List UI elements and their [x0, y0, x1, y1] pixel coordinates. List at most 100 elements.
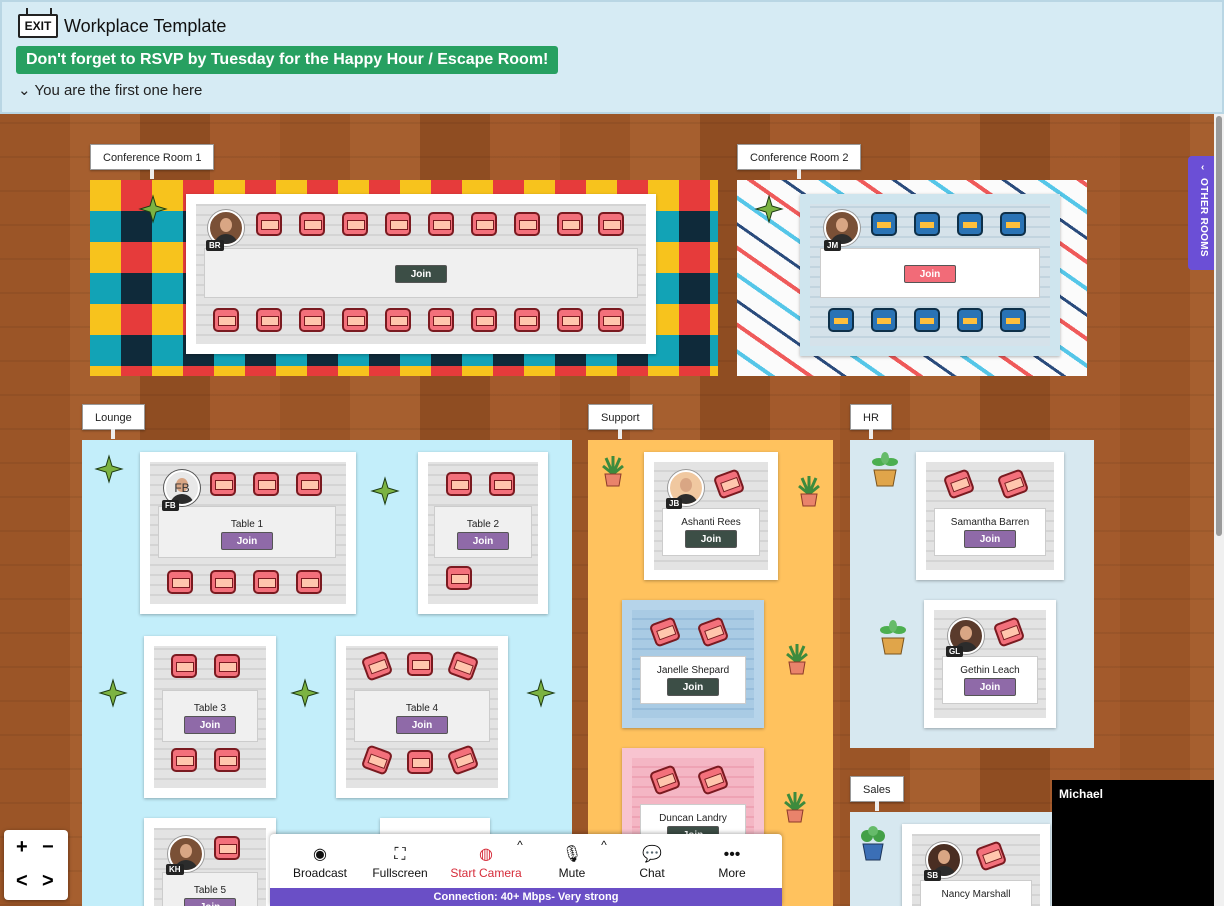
- seat[interactable]: [1000, 308, 1026, 332]
- join-button[interactable]: Join: [184, 898, 236, 906]
- seat[interactable]: [514, 212, 540, 236]
- seat[interactable]: [557, 308, 583, 332]
- seat[interactable]: [214, 748, 240, 772]
- join-button[interactable]: Join: [667, 678, 719, 696]
- seat[interactable]: [871, 212, 897, 236]
- chat-button[interactable]: 💬Chat: [614, 844, 690, 880]
- desk-janelle[interactable]: Janelle Shepard Join: [640, 656, 746, 704]
- pan-right-button[interactable]: >: [42, 870, 54, 892]
- presence-toggle[interactable]: ⌄ You are the first one here: [18, 81, 202, 99]
- seat[interactable]: [957, 212, 983, 236]
- join-button[interactable]: Join: [221, 532, 273, 550]
- table-1[interactable]: Table 1 Join: [158, 506, 336, 558]
- seat[interactable]: [171, 654, 197, 678]
- desk-gethin[interactable]: Gethin Leach Join: [942, 656, 1038, 704]
- mic-options-chevron-icon[interactable]: ^: [601, 838, 607, 852]
- seat[interactable]: [914, 308, 940, 332]
- join-button[interactable]: Join: [396, 716, 448, 734]
- room-sign-lounge: Lounge: [82, 404, 145, 439]
- seat[interactable]: [407, 652, 433, 676]
- more-button[interactable]: •••More: [694, 844, 770, 880]
- seat[interactable]: [210, 570, 236, 594]
- seat[interactable]: [253, 570, 279, 594]
- seat[interactable]: [471, 308, 497, 332]
- table-5[interactable]: Table 5 Join: [162, 872, 258, 906]
- seat[interactable]: [428, 212, 454, 236]
- seat[interactable]: [598, 308, 624, 332]
- seat[interactable]: [214, 654, 240, 678]
- join-button[interactable]: Join: [904, 265, 956, 283]
- mute-label: Mute: [558, 866, 586, 880]
- zoom-in-button[interactable]: +: [16, 836, 28, 858]
- potted-plant-icon: [782, 790, 812, 823]
- join-button[interactable]: Join: [685, 530, 737, 548]
- camera-options-chevron-icon[interactable]: ^: [517, 838, 523, 852]
- seat[interactable]: [214, 836, 240, 860]
- potted-plant-icon: [870, 452, 900, 487]
- seat[interactable]: [342, 308, 368, 332]
- table-label: Table 2: [466, 519, 500, 530]
- seat[interactable]: [385, 308, 411, 332]
- seat[interactable]: [514, 308, 540, 332]
- pan-left-button[interactable]: <: [16, 870, 28, 892]
- seat[interactable]: [171, 748, 197, 772]
- seat[interactable]: [342, 212, 368, 236]
- more-dots-icon: •••: [723, 846, 741, 863]
- self-video-tile[interactable]: Michael: [1052, 780, 1222, 906]
- table-3-card: Table 3 Join: [144, 636, 276, 798]
- seat[interactable]: [296, 570, 322, 594]
- join-button[interactable]: Join: [964, 530, 1016, 548]
- desk-label: Samantha Barren: [950, 517, 1030, 528]
- seat[interactable]: [296, 472, 322, 496]
- start-camera-button[interactable]: ◍Start Camera: [442, 844, 530, 880]
- mute-button[interactable]: 🎙Mute: [534, 844, 610, 880]
- seat[interactable]: [256, 308, 282, 332]
- conference-table-2[interactable]: Join: [820, 248, 1040, 298]
- seat[interactable]: [210, 472, 236, 496]
- join-button[interactable]: Join: [964, 678, 1016, 696]
- seat[interactable]: [167, 570, 193, 594]
- potted-plant-icon: [796, 474, 826, 507]
- conference-table-1[interactable]: Join: [204, 248, 638, 298]
- video-name: Michael: [1059, 787, 1104, 801]
- desk-samantha[interactable]: Samantha Barren Join: [934, 508, 1046, 556]
- seat[interactable]: [828, 308, 854, 332]
- desk-label: Duncan Landry: [659, 813, 727, 824]
- seat[interactable]: [428, 308, 454, 332]
- table-2[interactable]: Table 2 Join: [434, 506, 532, 558]
- scrollbar[interactable]: [1214, 114, 1224, 906]
- desk-nancy[interactable]: Nancy Marshall: [920, 880, 1032, 906]
- seat[interactable]: [299, 308, 325, 332]
- join-button[interactable]: Join: [457, 532, 509, 550]
- fullscreen-button[interactable]: ⛶Fullscreen: [362, 844, 438, 880]
- avatar-initials-circle: FB: [174, 481, 190, 495]
- seat[interactable]: [253, 472, 279, 496]
- seat[interactable]: [299, 212, 325, 236]
- seat[interactable]: [957, 308, 983, 332]
- join-button[interactable]: Join: [184, 716, 236, 734]
- table-4[interactable]: Table 4 Join: [354, 690, 490, 742]
- seat[interactable]: [557, 212, 583, 236]
- broadcast-button[interactable]: ◉Broadcast: [282, 844, 358, 880]
- seat[interactable]: [385, 212, 411, 236]
- seat[interactable]: [1000, 212, 1026, 236]
- seat[interactable]: [446, 472, 472, 496]
- table-3[interactable]: Table 3 Join: [162, 690, 258, 742]
- join-button[interactable]: Join: [395, 265, 447, 283]
- seat[interactable]: [871, 308, 897, 332]
- seat[interactable]: [914, 212, 940, 236]
- seat[interactable]: [446, 566, 472, 590]
- seat[interactable]: [598, 212, 624, 236]
- seat[interactable]: [489, 472, 515, 496]
- zoom-out-button[interactable]: −: [42, 836, 54, 858]
- seat[interactable]: [407, 750, 433, 774]
- exit-button[interactable]: EXIT: [18, 8, 58, 38]
- desk-nancy-card: Nancy Marshall: [902, 824, 1050, 906]
- seat[interactable]: [256, 212, 282, 236]
- scrollbar-thumb[interactable]: [1216, 116, 1222, 536]
- avatar-gl[interactable]: [948, 618, 984, 654]
- seat[interactable]: [471, 212, 497, 236]
- desk-ashanti[interactable]: Ashanti Rees Join: [662, 508, 760, 556]
- avatar-initials: JM: [824, 240, 842, 251]
- seat[interactable]: [213, 308, 239, 332]
